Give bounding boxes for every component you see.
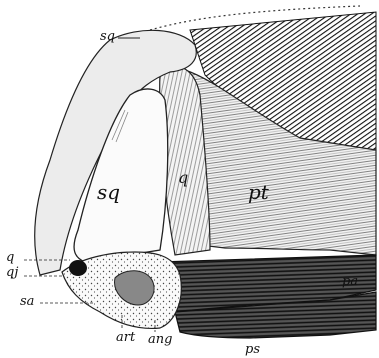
label-q-left: q — [6, 251, 14, 264]
label-sa: sa — [20, 295, 34, 308]
label-pt: pt — [248, 182, 269, 202]
label-art: art — [116, 331, 135, 344]
quadrate-condyle — [69, 260, 87, 276]
label-ps: ps — [245, 343, 260, 356]
label-q-mid: q — [178, 170, 188, 186]
label-pa: pa — [342, 275, 358, 288]
label-qj: qj — [6, 266, 18, 279]
label-sq-main: sq — [97, 182, 120, 202]
label-sq-top: sq — [100, 30, 115, 43]
label-ang: ang — [148, 333, 172, 346]
